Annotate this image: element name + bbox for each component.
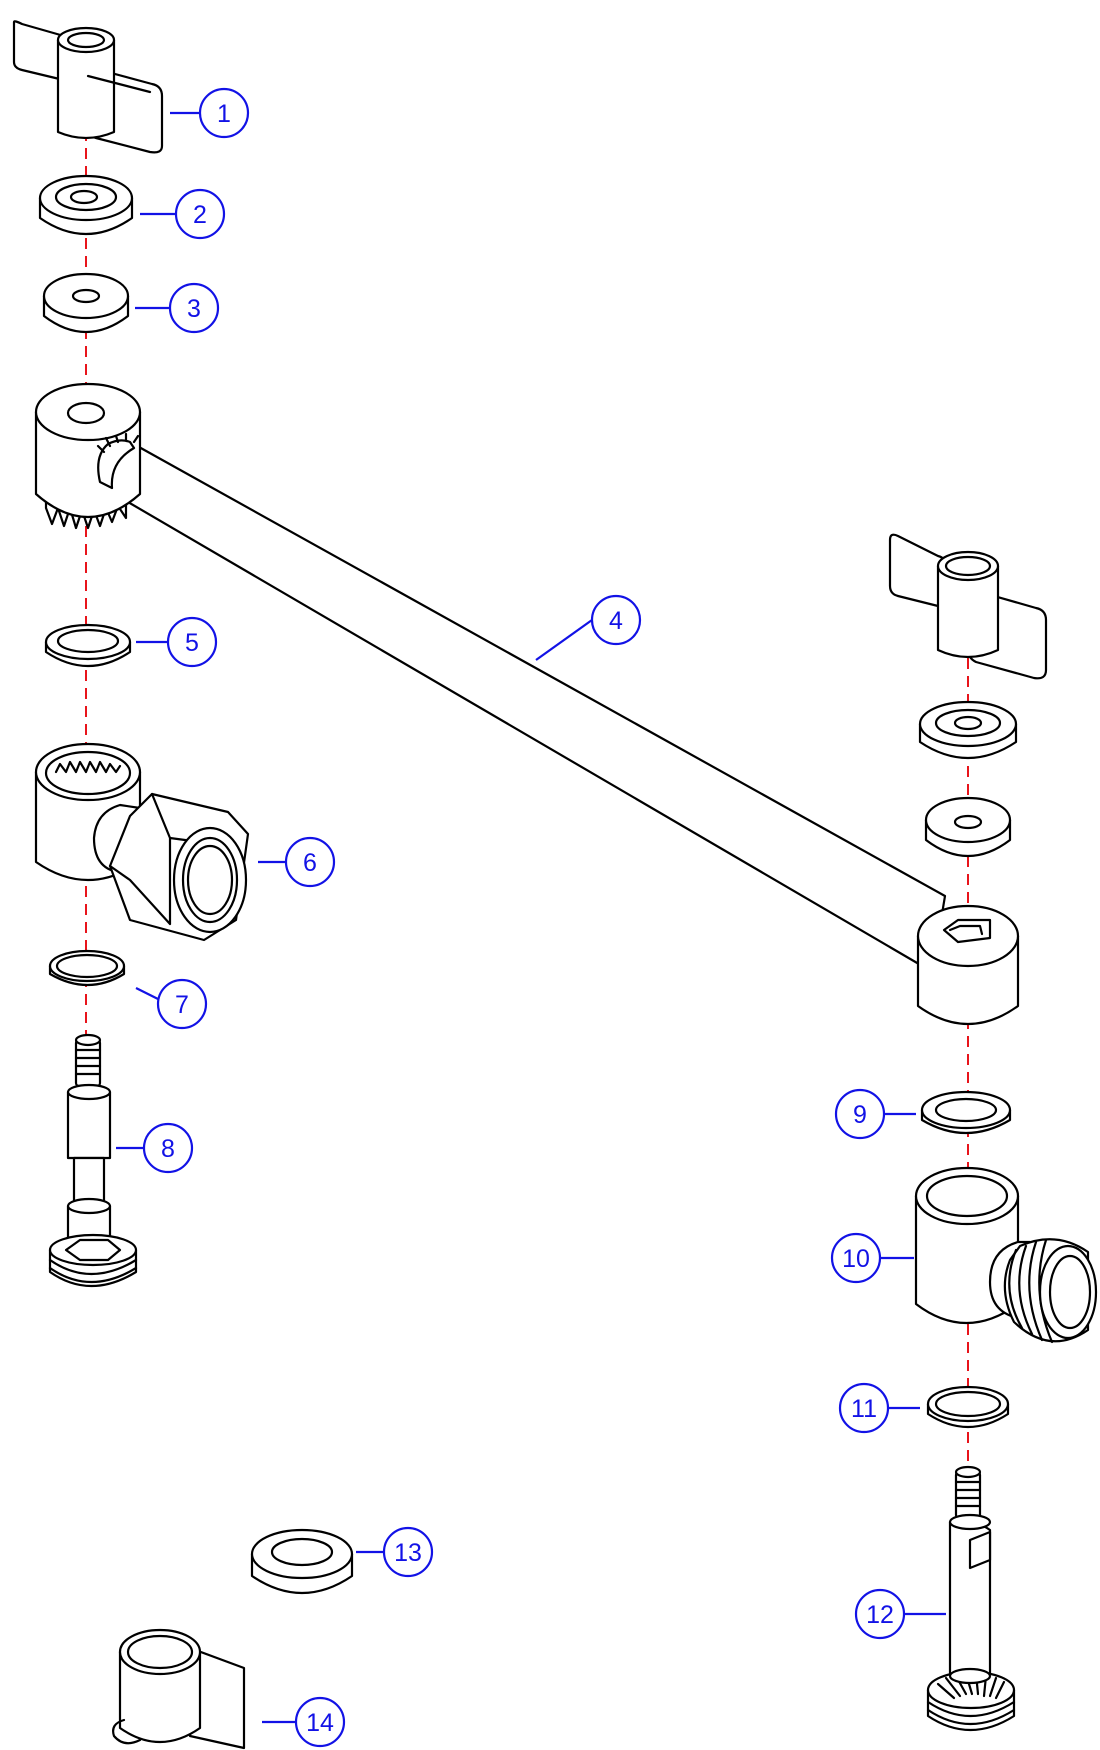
callout-8-label: 8 — [161, 1135, 175, 1163]
shaft-part-12 — [926, 1465, 1016, 1732]
callout-7[interactable]: 7 — [135, 978, 208, 1030]
o-ring-part-7 — [48, 949, 126, 987]
callout-4-label: 4 — [609, 607, 623, 635]
callout-3[interactable]: 3 — [135, 282, 220, 334]
callout-5[interactable]: 5 — [136, 616, 218, 668]
callout-13-label: 13 — [394, 1539, 422, 1567]
callout-1-label: 1 — [217, 100, 231, 128]
sleeve-part-14 — [112, 1628, 246, 1750]
cup-washer-part-2 — [38, 174, 134, 235]
tee-body-part-10 — [914, 1166, 1098, 1344]
callout-12[interactable]: 12 — [854, 1588, 946, 1640]
wing-knob-part-1 — [12, 20, 164, 154]
callout-11[interactable]: 11 — [838, 1382, 920, 1434]
seal-ring-part-9 — [920, 1090, 1012, 1135]
callout-9[interactable]: 9 — [834, 1088, 916, 1140]
seal-ring-part-5 — [44, 623, 132, 668]
stud-bolt-part-8 — [48, 1033, 138, 1288]
flat-washer-part-3 — [42, 272, 130, 334]
callout-1[interactable]: 1 — [170, 87, 250, 139]
cup-washer-right — [918, 700, 1018, 759]
wing-knob-right — [888, 533, 1048, 680]
callout-10-label: 10 — [842, 1245, 870, 1273]
callout-14-label: 14 — [306, 1709, 334, 1737]
arm-tube-part-4 — [34, 382, 1020, 1025]
callout-4[interactable]: 4 — [535, 594, 642, 661]
callout-2[interactable]: 2 — [140, 188, 226, 240]
callout-12-label: 12 — [866, 1601, 894, 1629]
callout-7-label: 7 — [175, 991, 189, 1019]
callout-11-label: 11 — [851, 1395, 877, 1423]
callout-10[interactable]: 10 — [830, 1232, 914, 1284]
callout-2-label: 2 — [193, 201, 207, 229]
callout-5-label: 5 — [185, 629, 199, 657]
callout-6[interactable]: 6 — [258, 836, 336, 888]
callout-8[interactable]: 8 — [116, 1122, 194, 1174]
thick-washer-part-13 — [250, 1528, 354, 1594]
o-ring-part-11 — [926, 1385, 1010, 1429]
callout-9-label: 9 — [853, 1101, 867, 1129]
flat-washer-right — [924, 796, 1012, 858]
callouts-layer: 1 2 3 4 5 6 — [116, 87, 946, 1748]
callout-6-label: 6 — [303, 849, 317, 877]
elbow-hex-nut-part-6 — [34, 742, 250, 942]
callout-3-label: 3 — [187, 295, 201, 323]
callout-13[interactable]: 13 — [356, 1526, 434, 1578]
callout-14[interactable]: 14 — [262, 1696, 346, 1748]
